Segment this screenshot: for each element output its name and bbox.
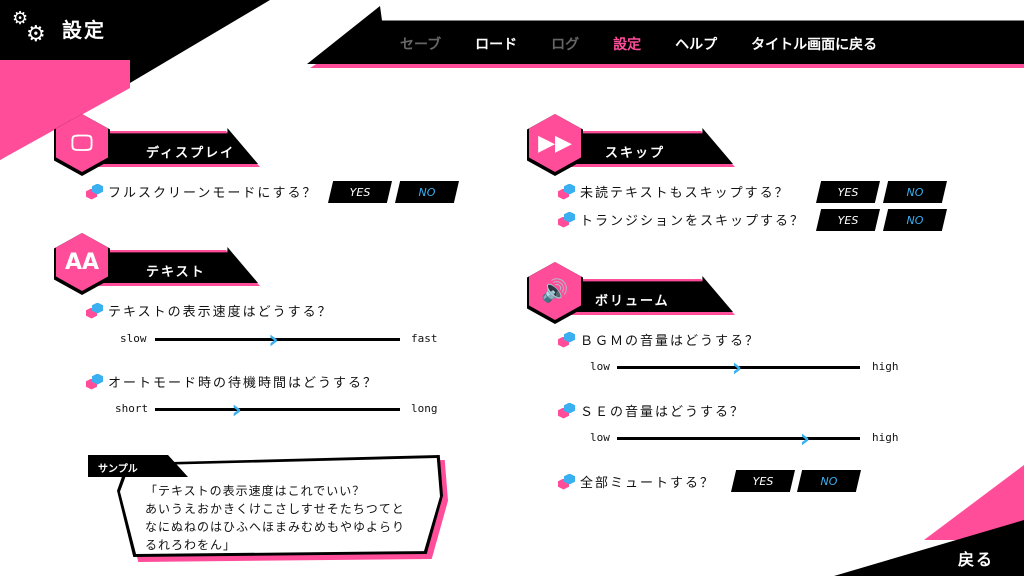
- slider-handle[interactable]: ›: [231, 395, 243, 425]
- bullet-icon: [558, 184, 576, 200]
- sample-text: 「テキストの表示速度はこれでいい？ あいうえおかきくけこさしすせそたちつてと な…: [145, 484, 406, 552]
- page-title: 設定: [62, 18, 106, 42]
- bullet-icon: [558, 212, 576, 228]
- unread-yes-button[interactable]: YES: [816, 181, 880, 203]
- mute-no-button[interactable]: NO: [797, 470, 861, 492]
- bullet-icon: [86, 303, 104, 319]
- font-icon: AA: [56, 233, 108, 291]
- mute-label: 全部ミュートする？: [580, 476, 716, 491]
- nav-help[interactable]: ヘルプ: [675, 37, 718, 53]
- se-question: ＳＥの音量はどうする？: [558, 401, 745, 420]
- nav-load[interactable]: ロード: [475, 37, 518, 53]
- mute-question: 全部ミュートする？: [558, 472, 715, 491]
- auto-wait-slider[interactable]: ›: [155, 396, 400, 424]
- mute-yes-button[interactable]: YES: [731, 470, 795, 492]
- sample-tag: サンプル: [88, 455, 188, 477]
- nav-save[interactable]: セーブ: [400, 37, 442, 53]
- fullscreen-label: フルスクリーンモードにする？: [108, 186, 318, 201]
- auto-wait-label: オートモード時の待機時間はどうする？: [108, 376, 379, 391]
- section-title-volume: ボリューム: [563, 276, 733, 312]
- back-button[interactable]: 戻る: [957, 550, 994, 569]
- transition-skip-label: トランジションをスキップする？: [580, 214, 806, 229]
- bullet-icon: [558, 332, 576, 348]
- fullscreen-no-button[interactable]: NO: [395, 181, 459, 203]
- slider-handle[interactable]: ›: [799, 424, 811, 454]
- transition-yes-button[interactable]: YES: [816, 209, 880, 231]
- se-slider[interactable]: ›: [617, 425, 860, 453]
- bgm-label: ＢＧＭの音量はどうする？: [580, 334, 761, 349]
- unread-skip-label: 未読テキストもスキップする？: [580, 186, 790, 201]
- slider-handle[interactable]: ›: [731, 353, 743, 383]
- transition-no-button[interactable]: NO: [883, 209, 947, 231]
- fast-forward-icon: ▶▶: [529, 114, 581, 172]
- gear-icon: ⚙: [12, 8, 29, 29]
- bullet-icon: [86, 184, 104, 200]
- slider-min-label: low: [590, 360, 610, 373]
- slider-min-label: slow: [120, 332, 147, 345]
- nav-log[interactable]: ログ: [551, 37, 580, 53]
- text-speed-question: テキストの表示速度はどうする？: [86, 301, 333, 320]
- bullet-icon: [558, 474, 576, 490]
- slider-max-label: high: [872, 360, 899, 373]
- nav-title-screen[interactable]: タイトル画面に戻る: [751, 37, 878, 53]
- slider-max-label: long: [411, 402, 438, 415]
- gear-icon: ⚙: [26, 22, 46, 47]
- bullet-icon: [558, 403, 576, 419]
- footer-black-shape: [834, 520, 1024, 576]
- slider-min-label: low: [590, 431, 610, 444]
- se-label: ＳＥの音量はどうする？: [580, 405, 746, 420]
- slider-handle[interactable]: ›: [268, 325, 279, 355]
- text-speed-slider[interactable]: ›: [155, 326, 400, 354]
- text-speed-label: テキストの表示速度はどうする？: [108, 305, 333, 320]
- unread-skip-question: 未読テキストもスキップする？: [558, 182, 790, 201]
- unread-no-button[interactable]: NO: [883, 181, 947, 203]
- transition-skip-question: トランジションをスキップする？: [558, 210, 805, 229]
- section-title-text: テキスト: [88, 247, 258, 283]
- slider-max-label: high: [872, 431, 899, 444]
- bullet-icon: [86, 374, 104, 390]
- slider-min-label: short: [115, 402, 149, 415]
- fullscreen-yes-button[interactable]: YES: [328, 181, 392, 203]
- bgm-question: ＢＧＭの音量はどうする？: [558, 330, 760, 349]
- section-title-skip: スキップ: [563, 128, 733, 164]
- nav-settings[interactable]: 設定: [613, 37, 642, 53]
- fullscreen-question: フルスクリーンモードにする？: [86, 182, 317, 201]
- speaker-icon: 🔊: [529, 262, 581, 320]
- auto-wait-question: オートモード時の待機時間はどうする？: [86, 372, 378, 391]
- section-title-display: ディスプレイ: [88, 128, 258, 164]
- nav-menu: セーブ ロード ログ 設定 ヘルプ タイトル画面に戻る: [400, 34, 877, 54]
- slider-max-label: fast: [411, 332, 438, 345]
- bgm-slider[interactable]: ›: [617, 354, 860, 382]
